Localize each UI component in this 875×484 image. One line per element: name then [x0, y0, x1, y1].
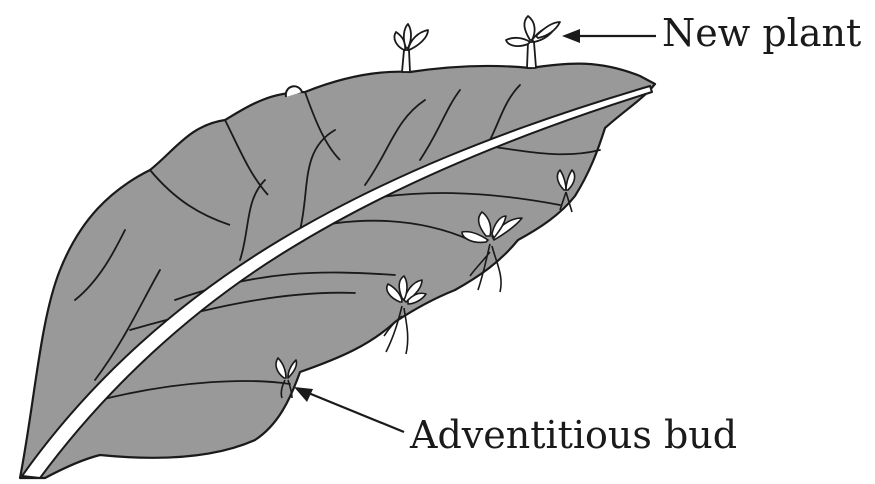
sprout-top-left — [394, 24, 428, 72]
new-plant-pointer — [562, 29, 656, 43]
adventitious-bud-pointer — [294, 387, 404, 432]
new-plant-label: New plant — [662, 14, 861, 52]
new-plant-sprout — [506, 16, 560, 68]
adventitious-bud-label: Adventitious bud — [410, 416, 737, 454]
